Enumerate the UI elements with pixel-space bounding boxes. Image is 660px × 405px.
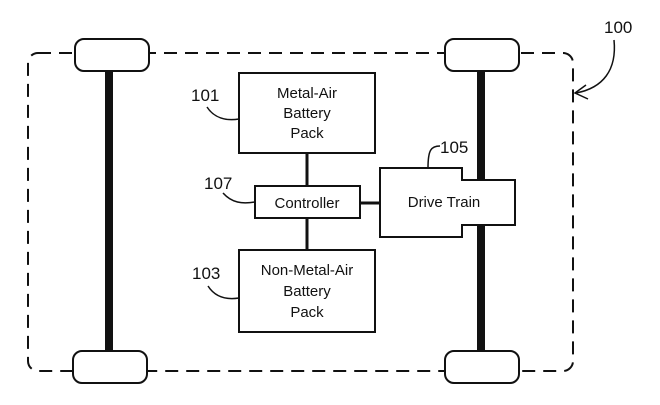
leader-107 [222, 192, 256, 204]
drive-train-block: Drive Train [379, 167, 516, 238]
vehicle-outline [27, 52, 574, 372]
non-metal-air-battery-block: Non-Metal-Air Battery Pack [238, 249, 376, 333]
ref-100: 100 [604, 18, 632, 37]
controller-block: Controller [254, 185, 361, 219]
metal-air-battery-block: Metal-Air Battery Pack [238, 72, 376, 154]
ref-103: 103 [192, 264, 220, 283]
controller-label: Controller [274, 195, 339, 212]
leader-105 [427, 145, 441, 169]
ref-101: 101 [191, 86, 219, 105]
metal-air-line-3: Pack [290, 125, 324, 142]
wheel-top-right [444, 38, 520, 72]
wheel-bottom-left [72, 350, 148, 384]
arrowhead-100 [573, 84, 589, 100]
drive-train-label: Drive Train [408, 194, 481, 211]
left-axle [105, 68, 113, 358]
non-metal-air-line-2: Battery [283, 283, 331, 300]
metal-air-line-2: Battery [283, 105, 331, 122]
wheel-bottom-right [444, 350, 520, 384]
non-metal-air-line-3: Pack [290, 304, 324, 321]
leader-100 [575, 39, 616, 94]
metal-air-line-1: Metal-Air [277, 85, 337, 102]
leader-101 [206, 106, 240, 121]
non-metal-air-line-1: Non-Metal-Air [261, 262, 354, 279]
ref-105: 105 [440, 138, 468, 157]
wheel-top-left [74, 38, 150, 72]
ref-107: 107 [204, 174, 232, 193]
leader-103 [207, 285, 240, 300]
